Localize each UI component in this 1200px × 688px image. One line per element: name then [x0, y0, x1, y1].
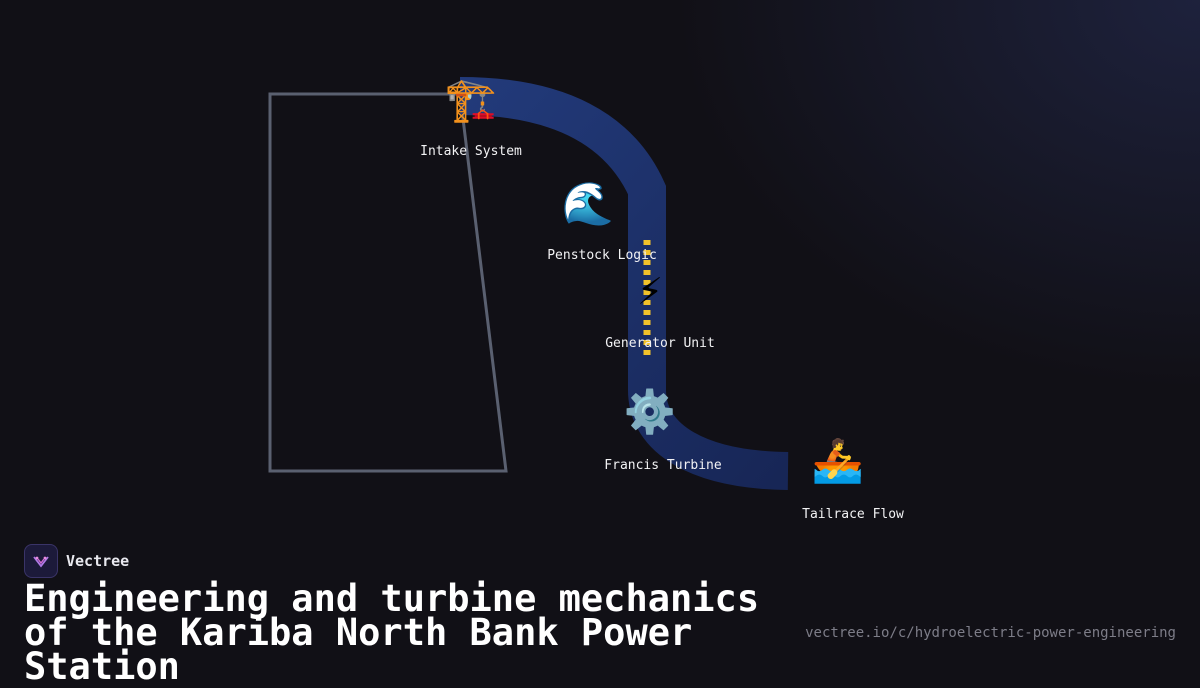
gear-icon: ⚙️: [623, 387, 677, 436]
crane-icon: 🏗️: [444, 75, 498, 124]
node-generator-unit: ⚡ Generator Unit: [605, 265, 715, 352]
node-label: Penstock Logic: [547, 248, 657, 263]
node-penstock-logic: 🌊 Penstock Logic: [547, 179, 657, 264]
node-tailrace-flow: 🚣 Tailrace Flow: [802, 436, 904, 523]
node-label: Tailrace Flow: [802, 507, 904, 522]
wave-icon: 🌊: [561, 179, 615, 228]
page-title: Engineering and turbine mechanics of the…: [24, 577, 760, 688]
brand-name: Vectree: [66, 552, 130, 570]
node-label: Intake System: [420, 144, 522, 159]
node-intake-system: 🏗️ Intake System: [420, 75, 522, 160]
dam-outline: [268, 92, 508, 473]
node-label: Generator Unit: [605, 336, 715, 351]
lightning-icon: ⚡: [637, 265, 663, 314]
course-url[interactable]: vectree.io/c/hydroelectric-power-enginee…: [805, 625, 1176, 641]
node-label: Francis Turbine: [604, 458, 722, 473]
node-francis-turbine: ⚙️ Francis Turbine: [604, 387, 722, 474]
vectree-logo-icon: [24, 544, 58, 578]
rowboat-icon: 🚣: [811, 436, 865, 485]
brand[interactable]: Vectree: [24, 544, 129, 578]
water-channel: [459, 77, 789, 490]
